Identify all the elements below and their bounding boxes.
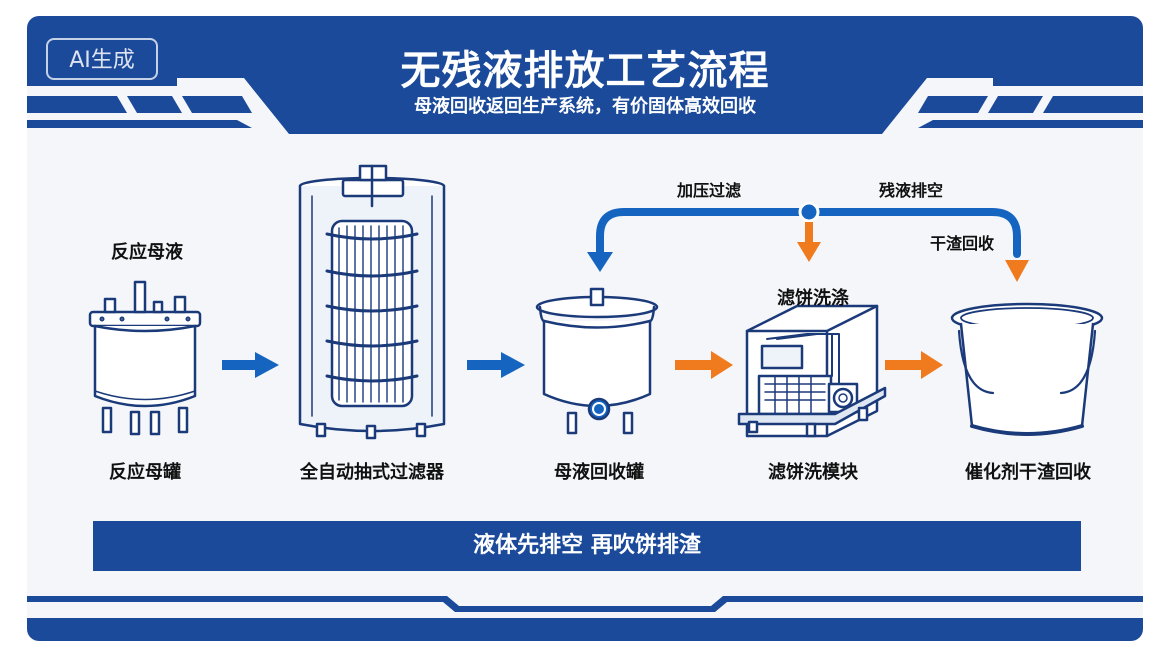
auto-filter-icon [298,164,446,440]
dry-residue-recovery-label: 催化剂干渣回收 [965,462,1091,483]
reaction-tank-icon [88,280,202,436]
recovery-tank-label: 母液回收罐 [554,462,644,483]
flow-arrow-1 [222,352,279,378]
reaction-tank-label: 反应母罐 [109,462,181,483]
process-card: AI生成 无残液排放工艺流程 母液回收返回生产系统，有价固体高效回收 [27,16,1143,641]
process-diagram [88,164,1104,440]
auto-filter-label: 全自动抽式过滤器 [300,462,444,483]
reaction-liquor-label: 反应母液 [111,242,183,263]
cake-wash-module-icon [737,304,887,438]
flow-arrow-4 [885,351,943,379]
cake-wash-label: 滤饼洗涤 [777,288,849,309]
flow-arrow-3 [675,351,733,379]
cake-wash-module-label: 滤饼洗模块 [768,462,858,483]
pressure-filter-label: 加压过滤 [676,181,742,200]
bucket-icon [950,302,1104,436]
process-banner: 液体先排空 再吹饼排渣 [93,521,1081,571]
page-title: 无残液排放工艺流程 [400,48,770,94]
recovery-tank-icon [535,287,659,435]
ai-generated-badge: AI生成 [46,38,158,80]
flow-arrow-2 [467,352,525,378]
dry-residue-label: 干渣回收 [929,234,995,253]
page-subtitle: 母液回收返回生产系统，有价固体高效回收 [414,96,756,117]
residual-drain-label: 残液排空 [878,181,944,200]
header-band [27,16,1143,641]
pressure-filter-loop [587,201,1029,282]
